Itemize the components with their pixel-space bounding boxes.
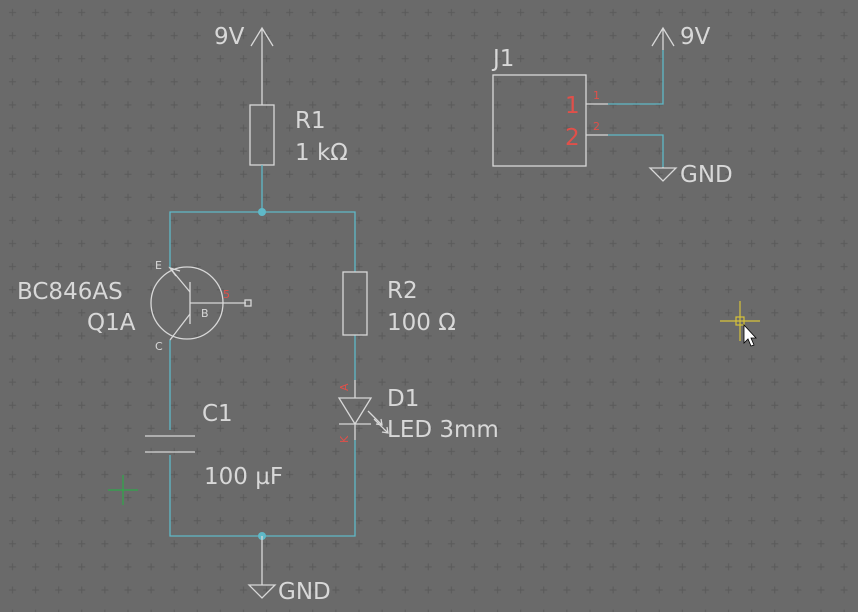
power-9v-j1-label: 9V bbox=[680, 24, 711, 50]
q1-pin-b: B bbox=[201, 307, 209, 320]
q1-pin-e: E bbox=[155, 259, 162, 272]
j1-ref: J1 bbox=[491, 46, 514, 72]
j1-pin1-label: 1 bbox=[565, 93, 580, 119]
junction-top bbox=[258, 208, 266, 216]
d1-ref: D1 bbox=[387, 386, 419, 412]
gnd-j1[interactable]: GND bbox=[648, 162, 733, 188]
r2-ref: R2 bbox=[387, 278, 418, 304]
connector-j1[interactable]: J1 1 2 1 2 bbox=[491, 46, 664, 167]
r2-value: 100 Ω bbox=[387, 310, 456, 336]
mouse-pointer-icon bbox=[743, 323, 757, 347]
c1-value: 100 µF bbox=[204, 464, 283, 490]
resistor-r2[interactable]: R2 100 Ω bbox=[342, 271, 456, 336]
q1-part: BC846AS bbox=[17, 279, 123, 305]
j1-pin1-number: 1 bbox=[593, 89, 600, 102]
power-9v-top[interactable]: 9V bbox=[214, 24, 274, 105]
power-9v-top-label: 9V bbox=[214, 24, 245, 50]
origin-marker-icon bbox=[108, 475, 138, 505]
j1-pin2-label: 2 bbox=[565, 125, 580, 151]
d1-value: LED 3mm bbox=[387, 417, 499, 443]
d1-pin-k: K bbox=[338, 435, 351, 443]
gnd-bottom-label: GND bbox=[278, 579, 331, 605]
q1-pin-b-number: 5 bbox=[223, 288, 230, 301]
led-d1[interactable]: A K D1 LED 3mm bbox=[337, 380, 499, 443]
j1-pin2-number: 2 bbox=[593, 120, 600, 133]
gnd-bottom[interactable]: GND bbox=[247, 536, 331, 605]
q1-ref: Q1A bbox=[87, 310, 136, 336]
gnd-j1-label: GND bbox=[680, 162, 733, 188]
d1-pin-a: A bbox=[338, 383, 351, 391]
r1-value: 1 kΩ bbox=[295, 140, 348, 166]
transistor-q1[interactable]: E B C 5 BC846AS Q1A bbox=[17, 259, 252, 353]
capacitor-c1[interactable]: C1 100 µF bbox=[145, 401, 283, 490]
power-9v-j1[interactable]: 9V bbox=[651, 24, 711, 50]
q1-pin-c: C bbox=[155, 340, 163, 353]
c1-ref: C1 bbox=[202, 401, 233, 427]
r1-ref: R1 bbox=[295, 108, 326, 134]
crosshair-cursor-icon bbox=[720, 301, 760, 341]
resistor-r1[interactable]: R1 1 kΩ bbox=[249, 104, 348, 212]
